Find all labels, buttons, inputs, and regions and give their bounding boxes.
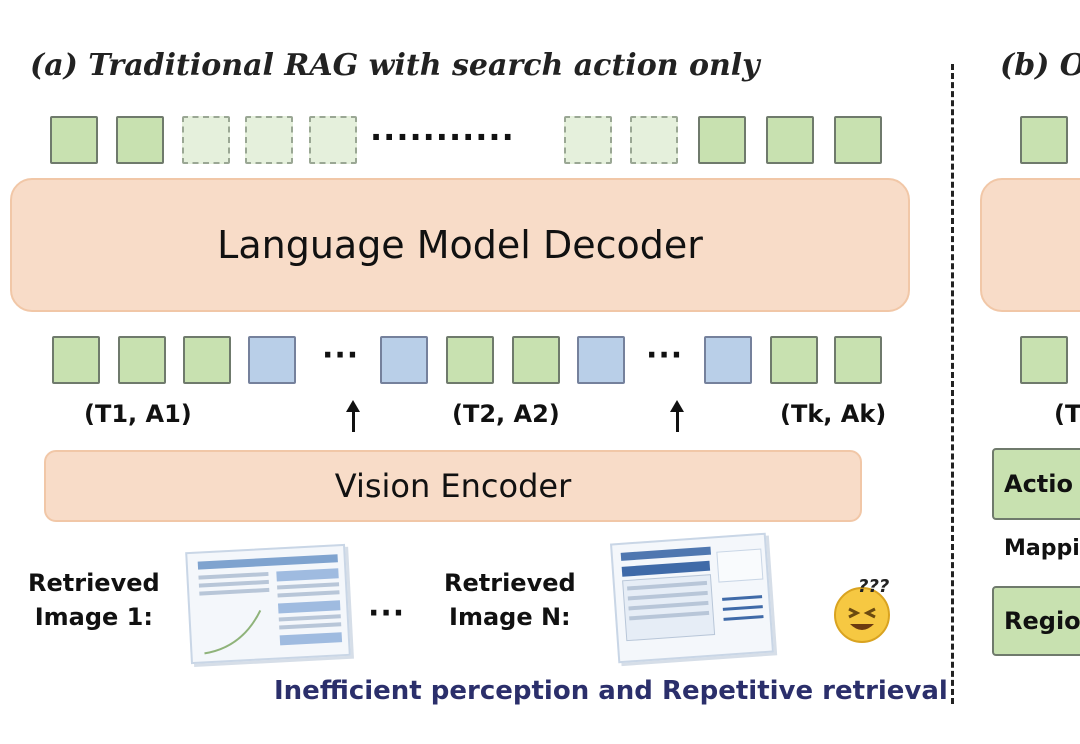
text-token xyxy=(512,336,560,384)
retrieved-document-thumbnail-n xyxy=(610,532,774,664)
top-ellipsis: ··········· xyxy=(370,118,515,156)
token-label-1: (T1, A1) xyxy=(84,400,192,428)
confused-face-icon: ??? xyxy=(832,576,894,644)
text-token xyxy=(834,336,882,384)
panel-divider xyxy=(951,64,954,704)
mid-ellipsis-1: ··· xyxy=(322,338,360,373)
inefficiency-caption: Inefficient perception and Repetitive re… xyxy=(274,676,948,706)
up-arrow-icon xyxy=(670,400,684,432)
question-marks: ??? xyxy=(858,576,890,597)
retrieved-ellipsis: ··· xyxy=(368,596,406,631)
image-token xyxy=(577,336,625,384)
up-arrow-icon xyxy=(346,400,360,432)
output-token xyxy=(50,116,98,164)
document-thumbnail-icon xyxy=(620,546,764,642)
panel-a-title: (a) Traditional RAG with search action o… xyxy=(30,48,760,83)
document-thumbnail-icon xyxy=(197,554,343,655)
dashed-token xyxy=(564,116,612,164)
output-token xyxy=(1020,116,1068,164)
dashed-token xyxy=(245,116,293,164)
panel-b-decoder xyxy=(980,178,1080,312)
image-token xyxy=(380,336,428,384)
dashed-token xyxy=(182,116,230,164)
output-token xyxy=(116,116,164,164)
text-token xyxy=(183,336,231,384)
text-token xyxy=(446,336,494,384)
panel-b-token-label: (T xyxy=(1054,400,1080,428)
vision-encoder: Vision Encoder xyxy=(44,450,862,522)
output-token xyxy=(698,116,746,164)
retrieved-image-1-label: Retrieved Image 1: xyxy=(28,569,160,631)
output-token xyxy=(834,116,882,164)
image-token xyxy=(704,336,752,384)
image-token xyxy=(248,336,296,384)
dashed-token xyxy=(309,116,357,164)
text-token xyxy=(118,336,166,384)
region-box: Regio xyxy=(992,586,1080,656)
action-box: Actio xyxy=(992,448,1080,520)
text-token xyxy=(770,336,818,384)
dashed-token xyxy=(630,116,678,164)
confused-face-svg xyxy=(834,587,890,643)
language-model-decoder: Language Model Decoder xyxy=(10,178,910,312)
output-token xyxy=(766,116,814,164)
text-token xyxy=(1020,336,1068,384)
panel-b-title: (b) O xyxy=(1000,48,1080,83)
decoder-label: Language Model Decoder xyxy=(217,223,703,267)
token-label-2: (T2, A2) xyxy=(452,400,560,428)
mid-ellipsis-2: ··· xyxy=(646,338,684,373)
encoder-label: Vision Encoder xyxy=(334,467,572,505)
retrieved-image-n-label: Retrieved Image N: xyxy=(444,569,576,631)
token-label-k: (Tk, Ak) xyxy=(780,400,887,428)
retrieved-document-thumbnail-1 xyxy=(185,543,351,665)
mapping-label: Mappi xyxy=(1004,536,1080,561)
text-token xyxy=(52,336,100,384)
